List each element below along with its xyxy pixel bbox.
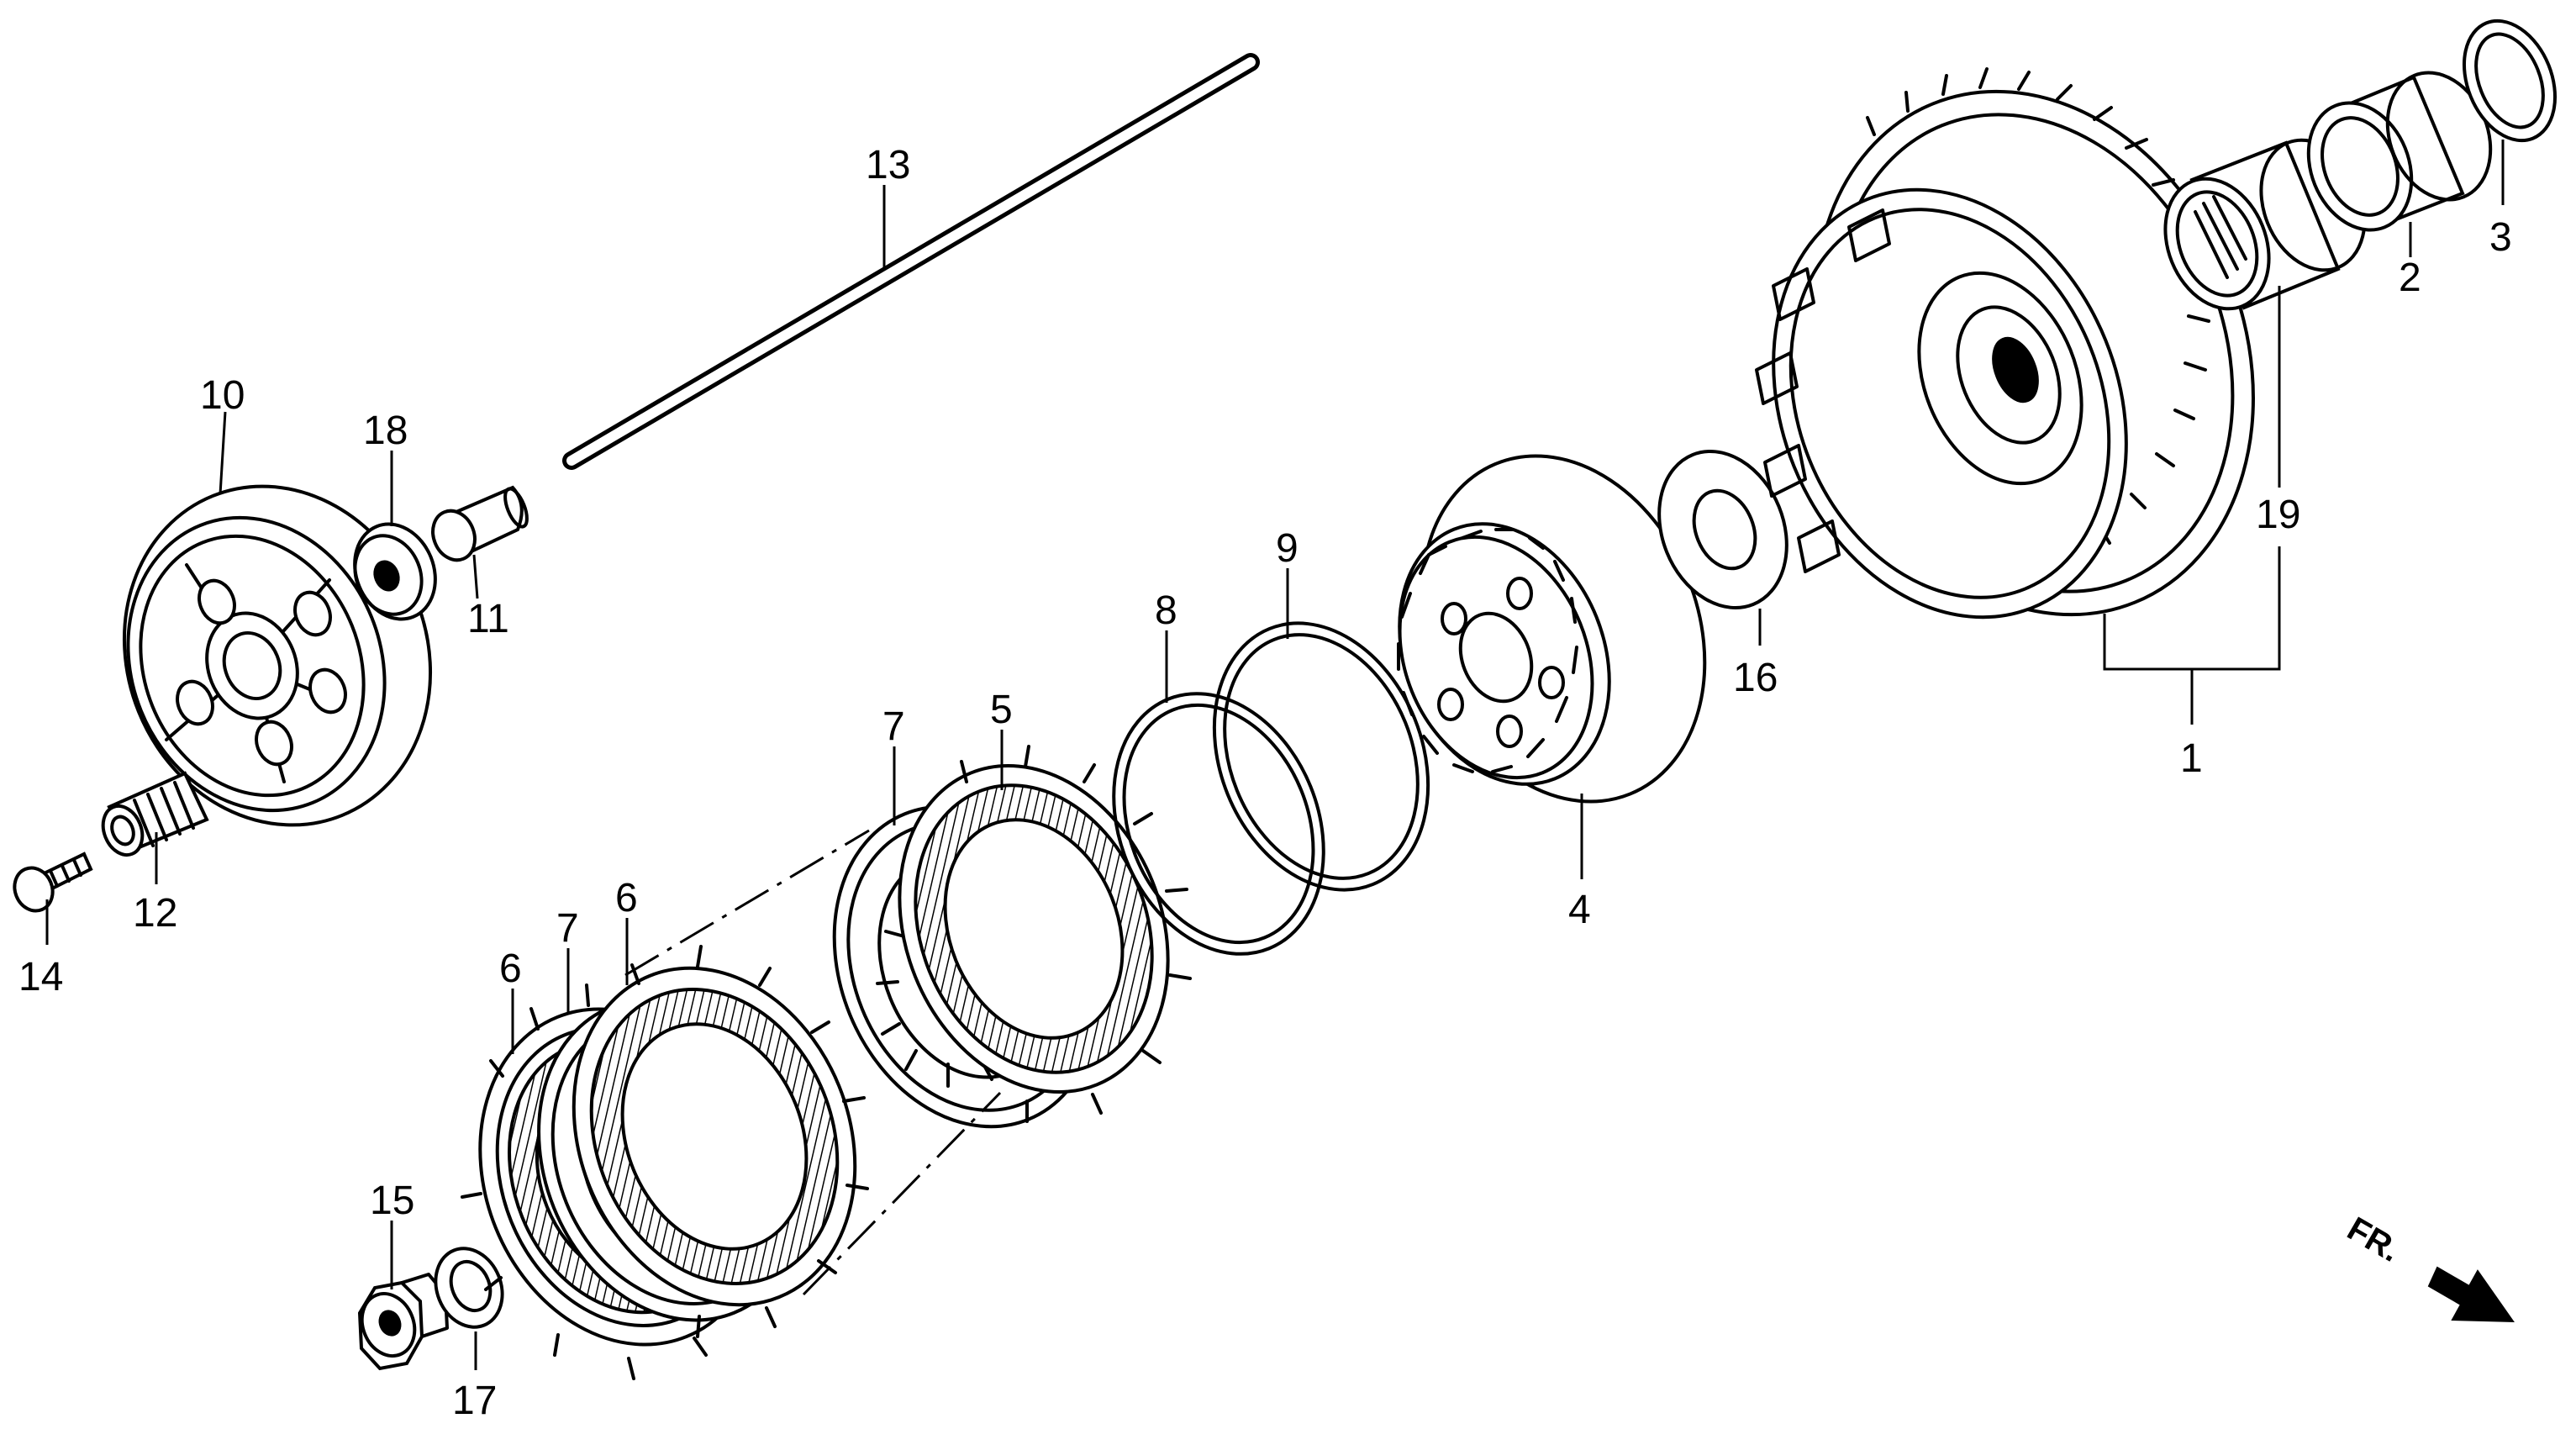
- part-18-bearing: [353, 522, 437, 621]
- callout-9: 9: [1276, 526, 1299, 571]
- part-12-clutch-spring: [101, 771, 209, 857]
- part-11-lifter-piece: [431, 485, 529, 562]
- callout-labels: 13 10 18 11 12 14 15 17 6 7 6 7 5 8 9 4 …: [18, 143, 2512, 1423]
- front-direction-marker: FR.: [2342, 1210, 2515, 1323]
- callout-7-front: 7: [556, 906, 579, 951]
- callout-19: 19: [2256, 493, 2300, 537]
- part-10-pressure-plate: [122, 484, 433, 827]
- part-5-friction-disc: [898, 745, 1192, 1123]
- callout-12: 12: [133, 891, 177, 936]
- part-1-clutch-outer: [1755, 67, 2255, 620]
- part-2-collar: [2306, 71, 2493, 232]
- callout-10: 10: [200, 373, 245, 418]
- assembly-guide-lines: [624, 829, 1002, 1296]
- callout-17: 17: [452, 1379, 497, 1423]
- callout-7-rear: 7: [882, 704, 905, 749]
- callout-5: 5: [990, 688, 1013, 732]
- part-6-friction-disc-rear: [572, 945, 869, 1338]
- callout-15: 15: [370, 1179, 414, 1223]
- leader-lines: [45, 140, 2505, 1370]
- part-4-clutch-center: [1397, 454, 1707, 804]
- callout-14: 14: [18, 955, 63, 999]
- callout-16: 16: [1733, 656, 1778, 700]
- callout-4: 4: [1568, 888, 1591, 932]
- callout-2: 2: [2399, 256, 2421, 300]
- callout-6-rear: 6: [615, 876, 638, 920]
- part-8-judder-spring-ring: [1112, 692, 1325, 956]
- part-13-push-rod: [562, 53, 1260, 470]
- callout-6-front: 6: [499, 947, 522, 991]
- part-9-spring-seat: [1212, 621, 1430, 892]
- front-marker-label: FR.: [2342, 1210, 2407, 1269]
- part-17-washer: [434, 1247, 504, 1329]
- callout-18: 18: [363, 409, 408, 453]
- callout-11: 11: [467, 597, 509, 641]
- part-3-thrust-washer: [2462, 18, 2558, 143]
- part-14-bolt: [13, 852, 93, 913]
- callout-3: 3: [2489, 215, 2512, 260]
- callout-13: 13: [866, 143, 910, 187]
- front-arrow-icon: [2427, 1266, 2515, 1323]
- part-16-thrust-washer: [1657, 449, 1788, 610]
- callout-8: 8: [1155, 588, 1177, 633]
- part-15-lock-nut: [357, 1273, 449, 1371]
- callout-1: 1: [2180, 736, 2203, 781]
